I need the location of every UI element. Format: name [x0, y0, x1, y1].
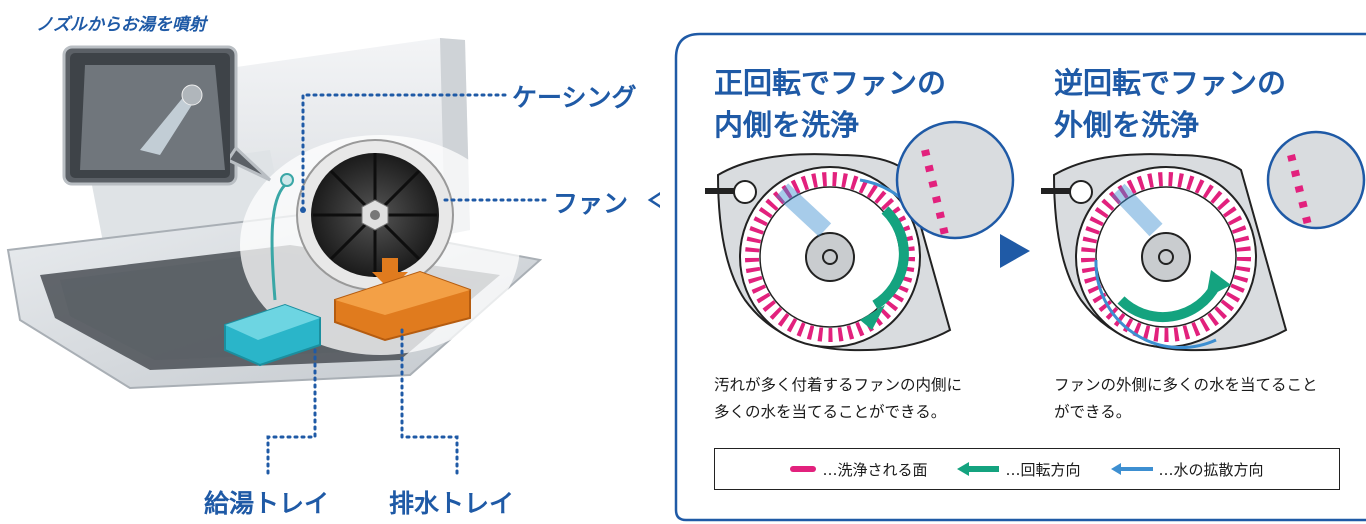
magenta-line-icon: [790, 466, 817, 472]
forward-rotation-diagram: [705, 120, 1015, 352]
panel-1-description: 汚れが多く付着するファンの内側に 多くの水を当てることができる。: [714, 376, 963, 421]
casing-label: ケーシング: [512, 83, 637, 112]
drain-tray-leader: [400, 328, 459, 480]
legend-cleaned-surface: …洗浄される面: [790, 459, 927, 480]
green-arrow-icon: [957, 462, 1000, 476]
legend-rotation-direction: …回転方向: [957, 459, 1081, 480]
fan-bracket: [647, 191, 660, 209]
panel-2-description: ファンの外側に多くの水を当てること ができる。: [1054, 376, 1318, 421]
range-hood-illustration: [6, 38, 660, 480]
drain-tray-label: 排水トレイ: [389, 489, 515, 518]
explanation-panel-frame: [674, 32, 1366, 522]
reverse-rotation-diagram: [1041, 130, 1366, 352]
legend: …洗浄される面 …回転方向 …水の拡散方向: [714, 448, 1340, 490]
casing-leader: [301, 93, 510, 212]
nozzle-title: ノズルからお湯を噴射: [36, 15, 206, 35]
panel-2-title: 逆回転でファンの 外側を洗浄: [1054, 66, 1287, 142]
hot-water-tray-leader: [266, 348, 317, 480]
panel-1-title: 正回転でファンの 内側を洗浄: [714, 66, 947, 142]
blue-arrow-icon: [1110, 463, 1153, 475]
legend-water-spread: …水の拡散方向: [1110, 459, 1264, 480]
fan-label: ファン: [553, 189, 629, 218]
hot-water-tray-label: 給湯トレイ: [204, 489, 330, 518]
play-arrow-icon: [1000, 234, 1030, 268]
